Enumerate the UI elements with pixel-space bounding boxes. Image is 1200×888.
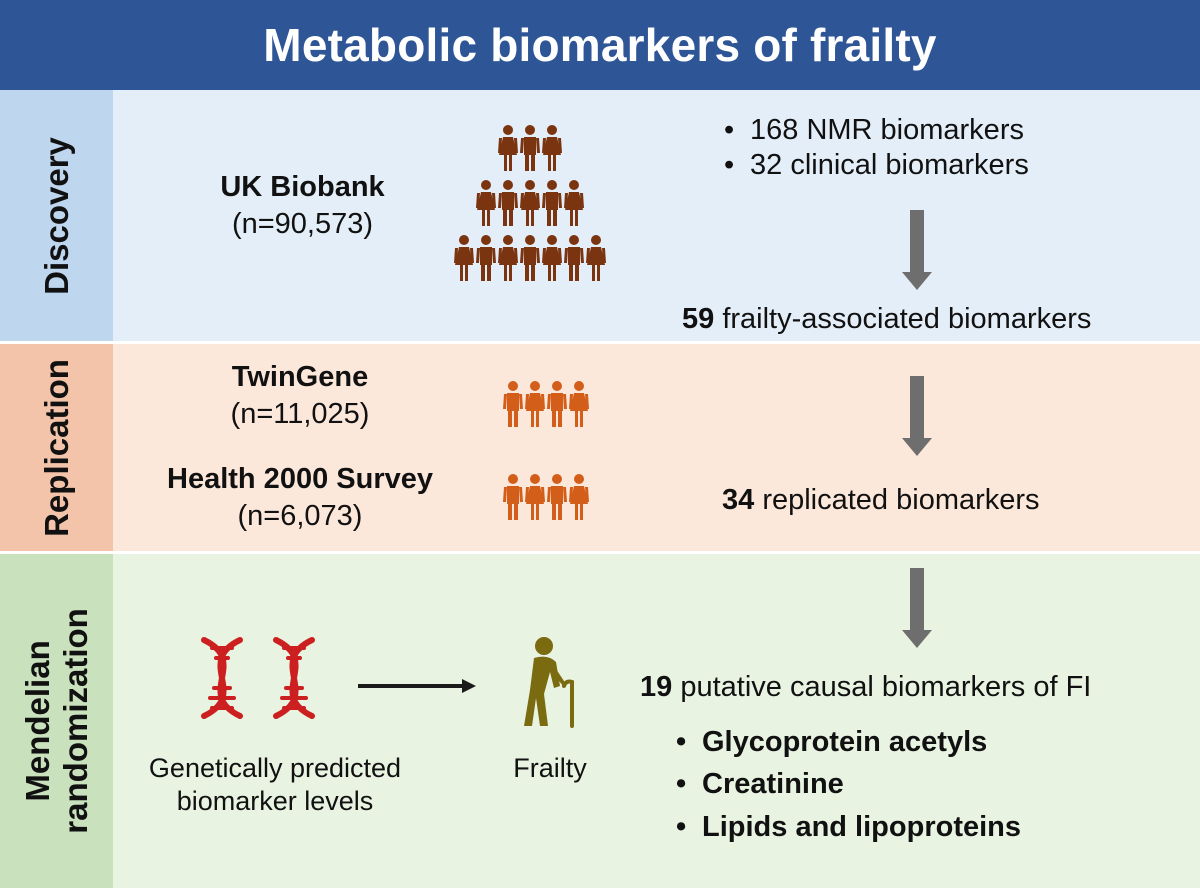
discovery-result-count: 59	[682, 303, 715, 335]
arrow-down-icon	[902, 210, 932, 290]
replication-section: Replication	[0, 344, 1200, 551]
person-icon	[586, 235, 606, 281]
mr-bullets: Glycoprotein acetyls Creatinine Lipids a…	[672, 721, 1152, 848]
person-icon	[569, 381, 589, 427]
person-icon	[520, 235, 540, 281]
mr-result: 19 putative causal biomarkers of FI	[640, 670, 1195, 705]
exposure-line1: Genetically predicted	[148, 753, 402, 783]
person-icon	[454, 235, 474, 281]
discovery-bullet-item: 168 NMR biomarkers	[720, 113, 1140, 148]
person-icon	[476, 235, 496, 281]
health2000-name: Health 2000 Survey	[167, 463, 433, 495]
person-icon	[547, 381, 567, 427]
discovery-result: 59 frailty-associated biomarkers	[682, 302, 1192, 337]
person-icon	[525, 381, 545, 427]
replication-result-count: 34	[722, 484, 755, 516]
person-icon	[520, 180, 540, 226]
people-group-icon	[503, 474, 589, 520]
elderly-person-icon	[524, 637, 574, 728]
outcome-label: Frailty	[513, 753, 587, 783]
mr-label-line1: Mendelian	[18, 640, 56, 802]
exposure-line2: biomarker levels	[176, 785, 374, 816]
population-pyramid-icon	[454, 125, 606, 281]
arrow-down-icon	[902, 376, 932, 456]
mr-bullet-item: Lipids and lipoproteins	[672, 806, 1152, 849]
discovery-bullets: 168 NMR biomarkers 32 clinical biomarker…	[720, 113, 1140, 183]
mr-bullet-item: Glycoprotein acetyls	[672, 721, 1152, 764]
health2000-n: (n=6,073)	[237, 500, 363, 532]
twingene-n: (n=11,025)	[230, 398, 370, 430]
person-icon	[564, 180, 584, 226]
discovery-bullet-item: 32 clinical biomarkers	[720, 148, 1140, 183]
mr-label-line2: randomization	[56, 608, 94, 834]
person-icon	[564, 235, 584, 281]
mr-bullet-item: Creatinine	[672, 763, 1152, 806]
ukbiobank-n: (n=90,573)	[231, 208, 374, 240]
person-icon	[498, 235, 518, 281]
person-icon	[498, 125, 518, 171]
person-icon	[569, 474, 589, 520]
mr-label: Mendelian randomization	[19, 608, 95, 834]
person-icon	[503, 474, 523, 520]
people-group-icon	[503, 381, 589, 427]
person-icon	[520, 125, 540, 171]
replication-body	[113, 344, 1200, 551]
mr-result-text: putative causal biomarkers of FI	[672, 671, 1092, 703]
ukbiobank-name: UK Biobank	[220, 171, 385, 203]
discovery-side-label: Discovery	[0, 90, 113, 341]
dna-icon	[273, 637, 315, 719]
title-bar: Metabolic biomarkers of frailty	[0, 0, 1200, 90]
replication-side-label: Replication	[0, 344, 113, 551]
person-icon	[498, 180, 518, 226]
person-icon	[525, 474, 545, 520]
replication-label: Replication	[37, 358, 75, 537]
person-icon	[542, 180, 562, 226]
mr-result-count: 19	[640, 671, 673, 703]
discovery-label: Discovery	[37, 136, 75, 295]
arrow-right-icon	[358, 679, 476, 693]
person-icon	[547, 474, 567, 520]
diagram-title: Metabolic biomarkers of frailty	[263, 19, 937, 71]
person-icon	[542, 125, 562, 171]
dna-icon	[201, 637, 243, 719]
person-icon	[476, 180, 496, 226]
exposure-label: Genetically predicted biomarker levels	[110, 752, 440, 818]
person-icon	[542, 235, 562, 281]
replication-result: 34 replicated biomarkers	[722, 483, 1142, 518]
arrow-down-icon	[902, 568, 932, 648]
discovery-result-text: frailty-associated biomarkers	[714, 303, 1092, 335]
replication-result-text: replicated biomarkers	[754, 484, 1040, 516]
person-icon	[503, 381, 523, 427]
twingene-name: TwinGene	[231, 361, 369, 393]
mr-side-label: Mendelian randomization	[0, 554, 113, 888]
